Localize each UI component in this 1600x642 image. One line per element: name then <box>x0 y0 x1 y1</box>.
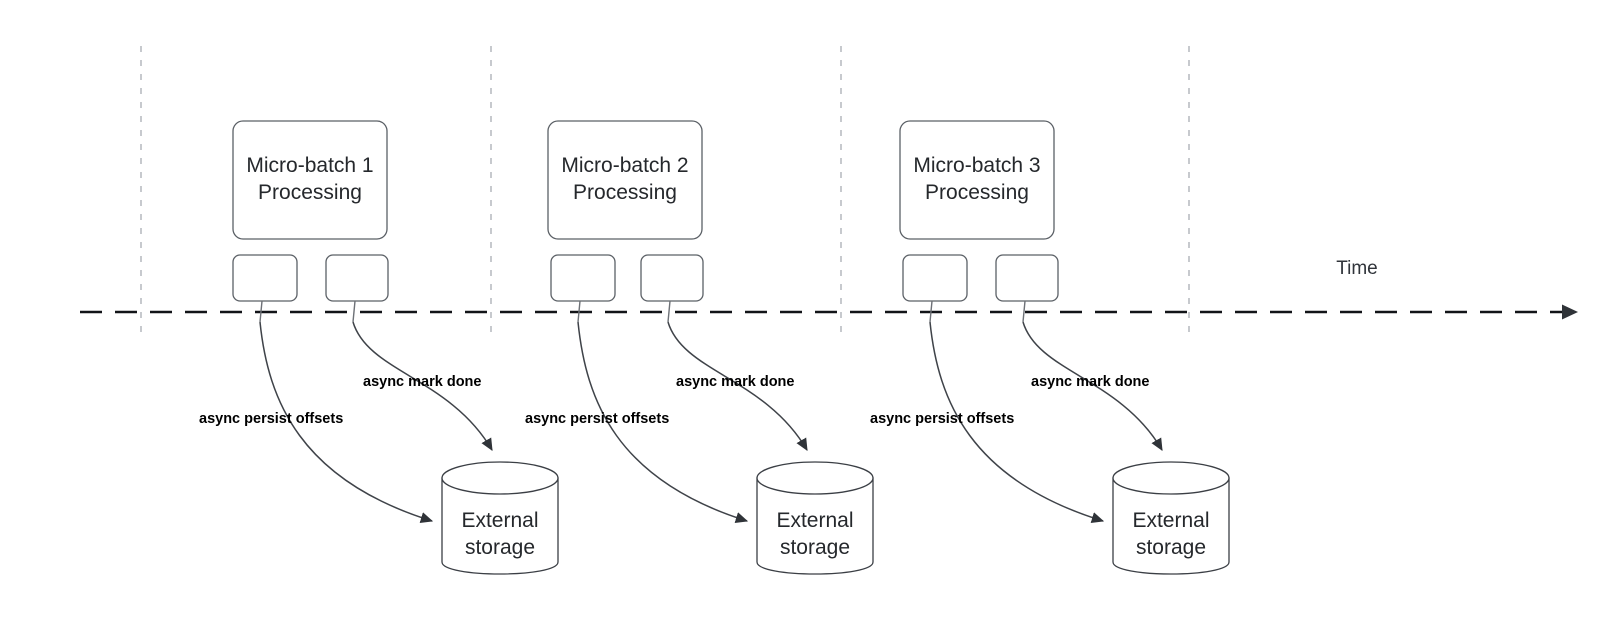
group-1-async-persist-offsets-arrow <box>259 321 434 524</box>
group-2-storage-label-line2: storage <box>780 536 850 559</box>
group-3-task-box-mark[interactable] <box>995 254 1059 302</box>
group-1-async-mark-done-label: async mark done <box>363 374 481 390</box>
group-1-task-box-mark[interactable] <box>325 254 389 302</box>
group-2-storage-label-line1: External <box>776 509 853 532</box>
micro-batch-1-box[interactable] <box>232 120 388 240</box>
micro-batch-3-label-line1: Micro-batch 3 <box>913 154 1040 177</box>
micro-batch-3-box[interactable] <box>899 120 1055 240</box>
group-1-external-storage[interactable]: External storage <box>441 461 559 575</box>
group-2-mark-stem <box>667 300 671 323</box>
group-1-mark-stem <box>352 300 356 323</box>
group-1-storage-top <box>441 461 559 495</box>
group-2-async-persist-offsets-arrow <box>577 321 749 524</box>
micro-batch-2-box[interactable] <box>547 120 703 240</box>
group-3-persist-stem <box>929 300 933 323</box>
group-2-task-box-mark[interactable] <box>640 254 704 302</box>
micro-batch-2-label-line2: Processing <box>573 181 677 204</box>
group-2-storage-body <box>756 477 874 575</box>
group-3-external-storage[interactable]: External storage <box>1112 461 1230 575</box>
group-1-storage-label-line1: External <box>461 509 538 532</box>
group-3-async-persist-offsets-label: async persist offsets <box>870 411 1014 427</box>
group-2-async-mark-done-label: async mark done <box>676 374 794 390</box>
micro-batch-1-label-line1: Micro-batch 1 <box>246 154 373 177</box>
group-3-storage-top <box>1112 461 1230 495</box>
group-1-persist-stem <box>259 300 263 323</box>
group-2-storage-top <box>756 461 874 495</box>
group-3-async-mark-done-arrow <box>1022 321 1163 451</box>
group-3-mark-stem <box>1022 300 1026 323</box>
micro-batch-group-1: Micro-batch 1 Processing async persist o… <box>199 120 559 575</box>
time-axis-label: Time <box>1336 258 1378 279</box>
group-1-storage-label-line2: storage <box>465 536 535 559</box>
group-2-task-box-persist[interactable] <box>550 254 616 302</box>
micro-batch-3-label-line2: Processing <box>925 181 1029 204</box>
micro-batch-group-2: Micro-batch 2 Processing async persist o… <box>525 120 874 575</box>
group-2-persist-stem <box>577 300 581 323</box>
micro-batch-1-label-line2: Processing <box>258 181 362 204</box>
group-3-async-persist-offsets-arrow <box>929 321 1105 524</box>
group-3-storage-body <box>1112 477 1230 575</box>
group-3-storage-label-line1: External <box>1132 509 1209 532</box>
group-2-async-persist-offsets-label: async persist offsets <box>525 411 669 427</box>
micro-batch-2-label-line1: Micro-batch 2 <box>561 154 688 177</box>
group-1-async-mark-done-arrow <box>352 321 493 451</box>
group-2-async-mark-done-arrow <box>667 321 808 451</box>
group-2-external-storage[interactable]: External storage <box>756 461 874 575</box>
micro-batch-group-3: Micro-batch 3 Processing async persist o… <box>870 120 1230 575</box>
group-1-async-persist-offsets-label: async persist offsets <box>199 411 343 427</box>
group-3-async-mark-done-label: async mark done <box>1031 374 1149 390</box>
group-1-storage-body <box>441 477 559 575</box>
group-3-task-box-persist[interactable] <box>902 254 968 302</box>
group-3-storage-label-line2: storage <box>1136 536 1206 559</box>
group-1-task-box-persist[interactable] <box>232 254 298 302</box>
time-axis-arrowhead <box>1562 304 1578 320</box>
